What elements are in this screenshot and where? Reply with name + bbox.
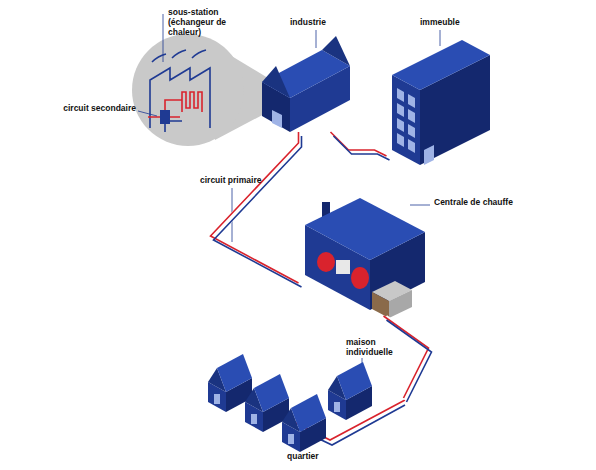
houses bbox=[208, 354, 405, 452]
leader-line bbox=[440, 30, 441, 46]
window bbox=[397, 118, 404, 132]
building-label: quartier bbox=[287, 452, 319, 462]
pipe-red bbox=[384, 316, 429, 398]
building-label: maison individuelle bbox=[346, 338, 398, 358]
callout-bubble bbox=[132, 34, 244, 146]
window bbox=[408, 139, 415, 153]
window bbox=[397, 103, 404, 117]
industry-building bbox=[262, 36, 350, 132]
pipe-connector bbox=[331, 132, 390, 160]
window bbox=[397, 133, 404, 147]
annotation-label: circuit primaire bbox=[200, 176, 280, 186]
pipe-connector bbox=[384, 316, 432, 402]
district-group: quartier maison individuelle bbox=[200, 335, 405, 463]
leader-line bbox=[316, 30, 317, 48]
heat-exchanger-coil bbox=[165, 92, 202, 118]
substation-symbol bbox=[148, 110, 182, 132]
building-node: industrie bbox=[262, 16, 354, 134]
pipe-blue bbox=[214, 136, 302, 287]
window bbox=[408, 94, 415, 108]
building-node: immeuble bbox=[388, 16, 492, 168]
pipe-red bbox=[331, 132, 387, 156]
heating-plant bbox=[305, 198, 425, 318]
building-node: Centrale de chauffe bbox=[300, 192, 515, 318]
pipe-blue bbox=[387, 320, 432, 402]
house bbox=[328, 362, 372, 420]
pipe-connector bbox=[211, 132, 302, 287]
window bbox=[408, 124, 415, 138]
leader-line bbox=[163, 14, 164, 62]
pipe-red bbox=[211, 132, 299, 283]
annotation-label: circuit secondaire bbox=[60, 104, 136, 114]
pipe-blue bbox=[334, 136, 390, 160]
building-label: immeuble bbox=[420, 18, 460, 28]
leader-line bbox=[410, 205, 430, 206]
window bbox=[397, 88, 404, 102]
leader-line bbox=[138, 111, 157, 116]
window bbox=[408, 109, 415, 123]
house bbox=[282, 394, 326, 452]
building-label: industrie bbox=[290, 18, 326, 28]
building-label: Centrale de chauffe bbox=[434, 198, 513, 208]
building-node: maison individuelle bbox=[320, 337, 400, 397]
apartment-building bbox=[392, 40, 490, 165]
annotation-label: sous-station (échangeur de chaleur) bbox=[168, 8, 230, 37]
